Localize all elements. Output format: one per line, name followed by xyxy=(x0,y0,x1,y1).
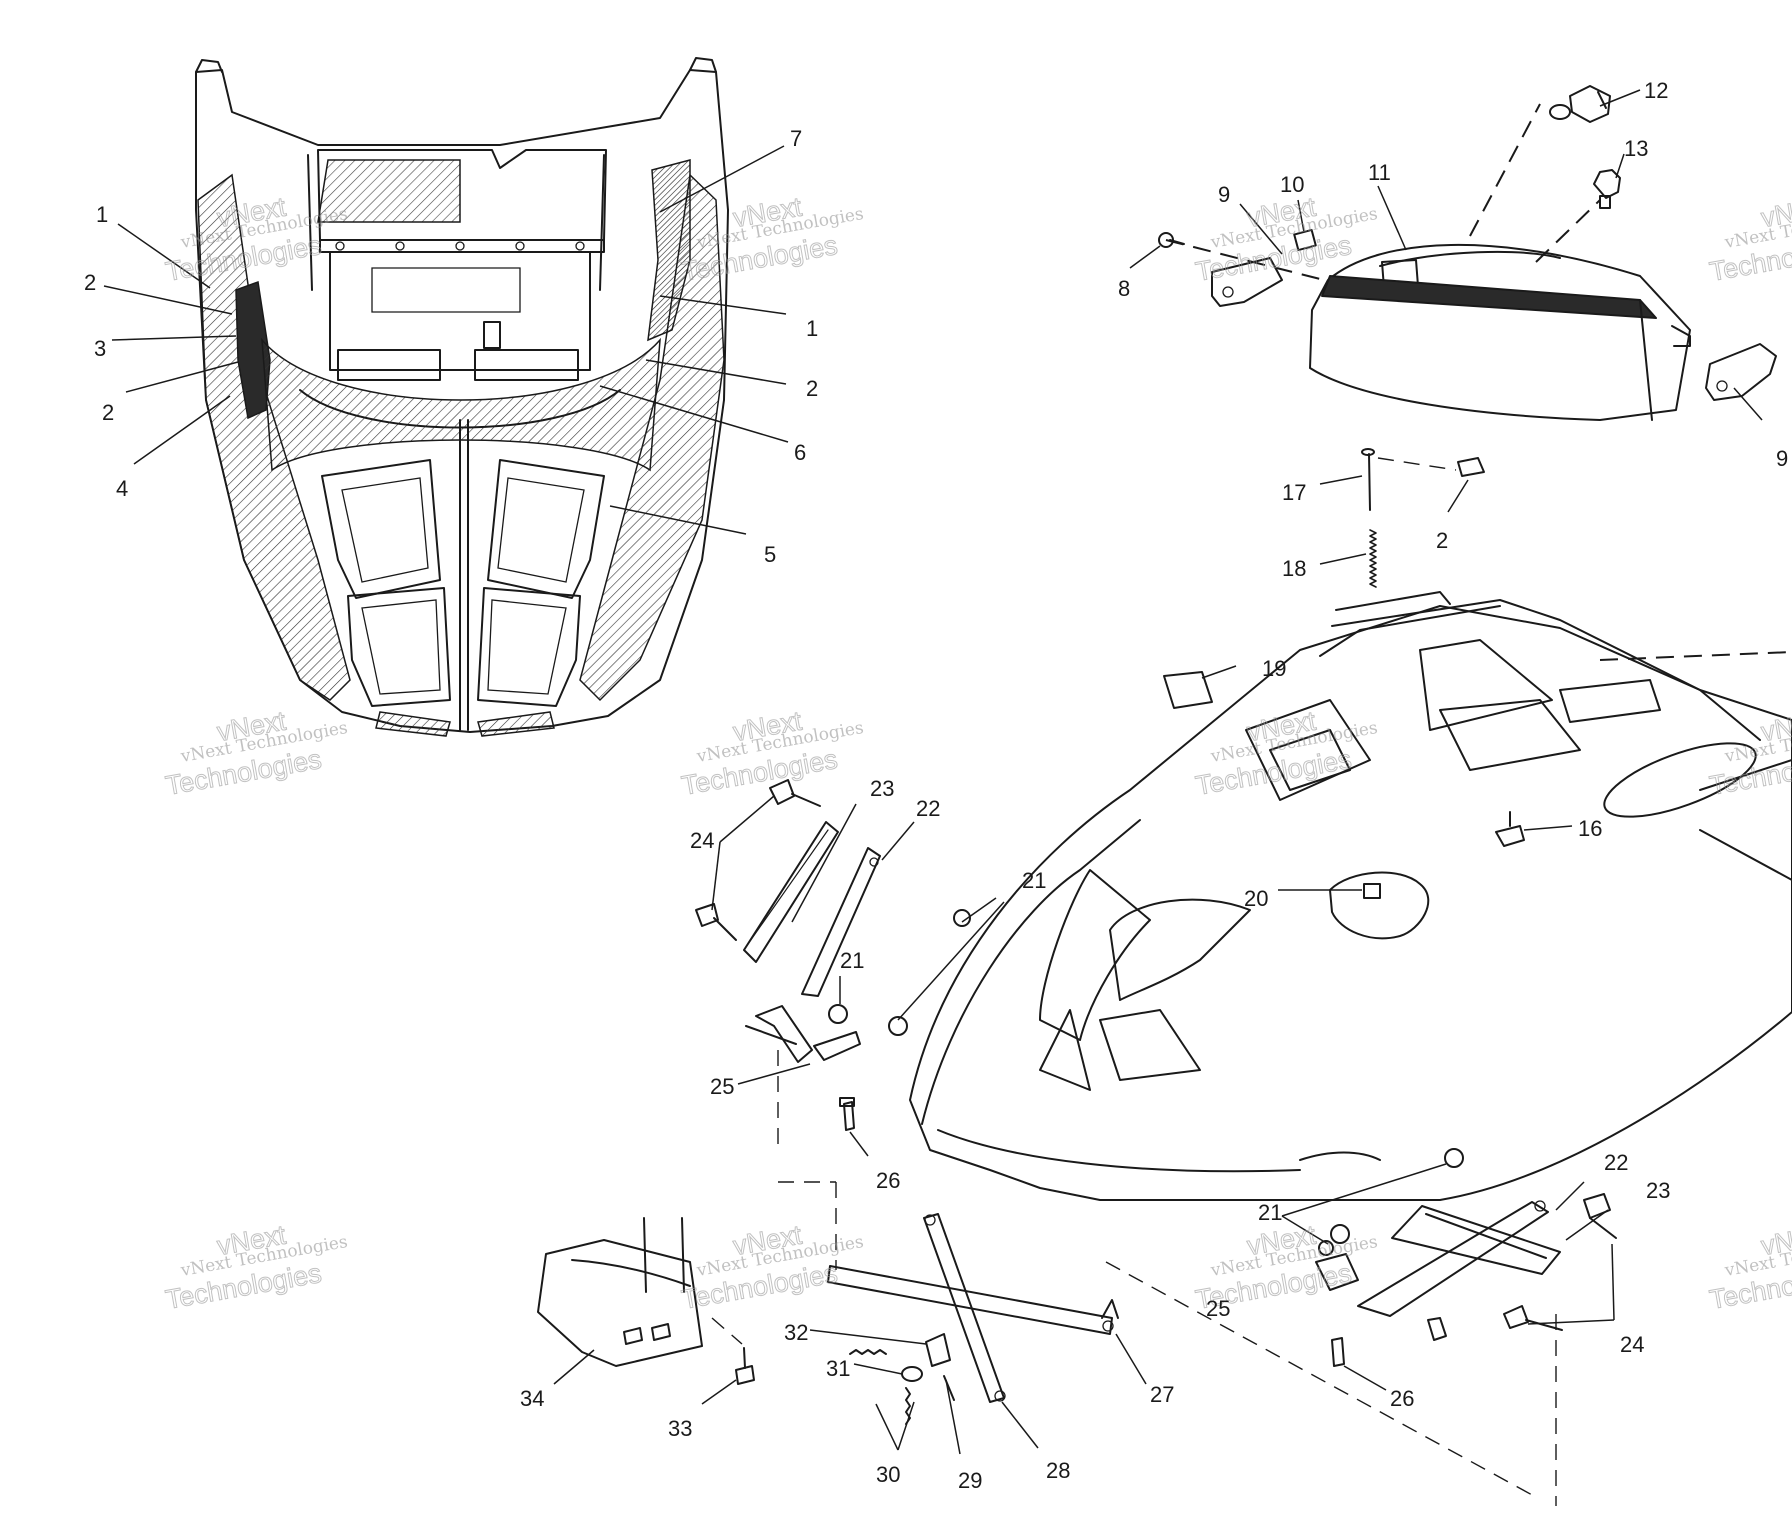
watermark: vNext Technologies Technologies vNext xyxy=(1193,191,1379,287)
callout-5: 5 xyxy=(764,542,776,567)
callout-29: 29 xyxy=(958,1468,982,1493)
watermark: vNext Technologies Technologies vNext xyxy=(679,705,865,801)
callout-2: 2 xyxy=(84,270,96,295)
callout-24: 24 xyxy=(1620,1332,1644,1357)
callout-1: 1 xyxy=(96,202,108,227)
callout-16: 16 xyxy=(1578,816,1602,841)
callout-7: 7 xyxy=(790,126,802,151)
svg-text:vNext: vNext xyxy=(1759,1220,1792,1262)
cross-frame xyxy=(827,1213,1119,1425)
callout-17: 17 xyxy=(1282,480,1306,505)
watermark: vNext Technologies Technologies vNext xyxy=(163,705,349,801)
callout-30: 30 xyxy=(876,1462,900,1487)
callout-2: 2 xyxy=(1436,528,1448,553)
latch-hardware-left xyxy=(695,779,971,1131)
callout-6: 6 xyxy=(794,440,806,465)
callout-23: 23 xyxy=(870,776,894,801)
leader-lines xyxy=(103,89,1763,1455)
hinge-bracket-34 xyxy=(537,1217,755,1385)
callout-1: 1 xyxy=(806,316,818,341)
callout-22: 22 xyxy=(916,796,940,821)
pin-and-clip xyxy=(1361,448,1485,511)
watermark: vNext Technologies Technologies vNext xyxy=(1707,191,1792,287)
headlight-assembly xyxy=(1158,85,1777,421)
callout-21: 21 xyxy=(840,948,864,973)
callout-20: 20 xyxy=(1244,886,1268,911)
callout-25: 25 xyxy=(710,1074,734,1099)
callout-26: 26 xyxy=(876,1168,900,1193)
screw-8-icon xyxy=(1158,232,1185,248)
callout-10: 10 xyxy=(1280,172,1304,197)
callout-21: 21 xyxy=(1258,1200,1282,1225)
callout-33: 33 xyxy=(668,1416,692,1441)
callout-4: 4 xyxy=(116,476,128,501)
pad-19-icon xyxy=(1163,671,1213,709)
callout-21: 21 xyxy=(1022,868,1046,893)
callout-32: 32 xyxy=(784,1320,808,1345)
watermark: vNext Technologies Technologies vNext xyxy=(679,1219,865,1315)
hood-front-view xyxy=(195,57,729,737)
watermark: vNext Technologies Technologies vNext xyxy=(1193,705,1379,801)
callout-12: 12 xyxy=(1644,78,1668,103)
callout-11: 11 xyxy=(1368,160,1391,185)
callout-3: 3 xyxy=(94,336,106,361)
callout-28: 28 xyxy=(1046,1458,1070,1483)
spring-18-icon xyxy=(1369,529,1377,588)
bolt-24-icon xyxy=(695,779,821,941)
callout-25: 25 xyxy=(1206,1296,1230,1321)
watermark: vNext Technologies Technologies vNext xyxy=(1707,705,1792,801)
callout-22: 22 xyxy=(1604,1150,1628,1175)
svg-text:vNext: vNext xyxy=(1759,192,1792,234)
callout-9: 9 xyxy=(1218,182,1230,207)
callout-9: 9 xyxy=(1776,446,1788,471)
callout-23: 23 xyxy=(1646,1178,1670,1203)
callout-19: 19 xyxy=(1262,656,1286,681)
callout-labels: 1 2 3 2 4 7 1 2 6 5 12 13 9 10 11 8 9 17… xyxy=(84,78,1788,1493)
callout-2: 2 xyxy=(102,400,114,425)
watermark: vNext Technologies Technologies vNext xyxy=(163,1219,349,1315)
callout-2: 2 xyxy=(806,376,818,401)
callout-34: 34 xyxy=(520,1386,544,1411)
callout-18: 18 xyxy=(1282,556,1306,581)
callout-27: 27 xyxy=(1150,1382,1174,1407)
hood-side-view xyxy=(909,591,1792,1201)
callout-26: 26 xyxy=(1390,1386,1414,1411)
watermark: vNext Technologies Technologies vNext xyxy=(1193,1219,1379,1315)
callout-8: 8 xyxy=(1118,276,1130,301)
callout-13: 13 xyxy=(1624,136,1648,161)
socket-13-icon xyxy=(1593,169,1621,209)
callout-31: 31 xyxy=(826,1356,850,1381)
watermark-group: vNext Technologies Technologies vNext vN… xyxy=(163,191,1792,1315)
latch-hardware-right xyxy=(1315,1148,1617,1367)
watermark: vNext Technologies Technologies vNext xyxy=(1707,1219,1792,1315)
bulb-12-icon xyxy=(1549,85,1611,123)
callout-24: 24 xyxy=(690,828,714,853)
